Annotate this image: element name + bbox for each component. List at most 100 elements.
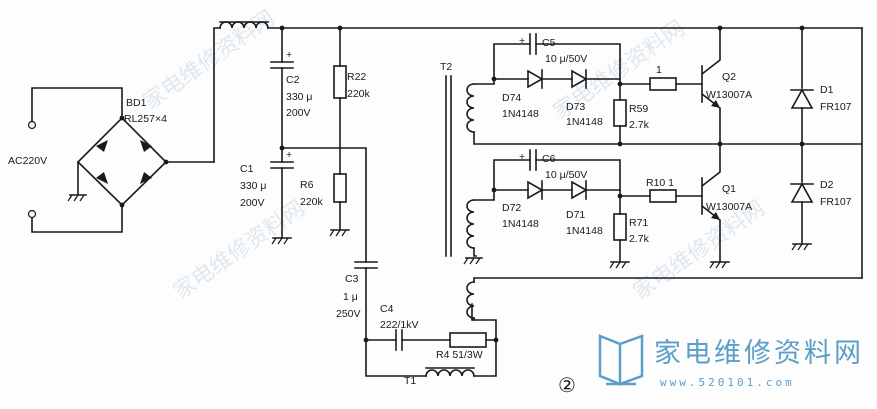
diode-d2 — [790, 182, 814, 203]
junction — [363, 337, 369, 343]
junction — [279, 145, 285, 151]
diode-icon — [96, 172, 108, 184]
upper-drive-stage: + C5 10 μ/50V D74 1N4148 D73 1N4148 R59 … — [493, 27, 852, 145]
ground-icon — [469, 257, 475, 265]
output-network: C3 1 μ 250V C4 222/1kV R4 51/3W T1 — [336, 261, 497, 387]
c3-name: C3 — [345, 273, 359, 285]
book-logo-icon — [598, 334, 644, 386]
figure-number: ② — [558, 373, 576, 397]
d72-value: 1N4148 — [502, 218, 539, 230]
junction — [491, 187, 497, 193]
input-label: AC220V — [8, 155, 47, 167]
emitter-arrow-icon — [711, 100, 720, 108]
resistor-r4 — [449, 332, 487, 348]
d71-value: 1N4148 — [566, 225, 603, 237]
diode-d1 — [790, 88, 814, 109]
ground-icon — [283, 237, 289, 245]
junction — [279, 25, 285, 31]
resistor-r71 — [613, 213, 627, 241]
wire — [473, 247, 477, 257]
transformer-t1-coil — [425, 369, 475, 377]
q2-name: Q2 — [722, 71, 736, 83]
junction — [617, 141, 623, 147]
winding-coil — [466, 281, 475, 319]
input-wire — [31, 204, 123, 233]
r22-value: 220k — [347, 88, 371, 100]
input-terminal — [27, 120, 37, 130]
wire — [493, 43, 531, 80]
r6-value: 220k — [300, 196, 324, 208]
wire — [535, 159, 621, 197]
input-inductor — [219, 21, 863, 29]
d72-name: D72 — [502, 202, 521, 214]
transformer-t2: T2 — [440, 61, 863, 321]
junction — [119, 202, 125, 208]
d74-name: D74 — [502, 92, 521, 104]
ground-icon — [335, 229, 341, 237]
junction — [617, 193, 623, 199]
capacitor-stack: + + C2 330 μ 200V C1 330 μ 200V — [240, 27, 313, 245]
midpoint-wire — [281, 147, 367, 263]
d73-name: D73 — [566, 101, 585, 113]
junction — [799, 141, 805, 147]
resistor-r6 — [333, 173, 347, 203]
junction — [491, 76, 497, 82]
transistor-q2-collector — [700, 27, 721, 76]
emitter-arrow-icon — [711, 212, 720, 220]
r-top-value: 1 — [656, 64, 662, 76]
c3-voltage: 250V — [336, 308, 361, 320]
brand-name: 家电维修资料网 — [654, 338, 864, 369]
lower-drive-stage: + C6 10 μ/50V D72 1N4148 D71 1N4148 R71 … — [493, 27, 863, 279]
junction — [163, 159, 169, 165]
ground-icon — [79, 194, 85, 202]
t1-name: T1 — [404, 375, 416, 387]
winding-coil — [466, 83, 475, 133]
r6-name: R6 — [300, 179, 314, 191]
ground-icon — [803, 243, 809, 251]
polarity-mark: + — [286, 149, 292, 161]
c2-value: 330 μ — [286, 91, 313, 103]
polarity-mark: + — [519, 151, 525, 163]
wire — [473, 277, 863, 283]
c5-name: C5 — [542, 37, 556, 49]
diode-d72 — [527, 180, 544, 200]
c6-value: 10 μ/50V — [545, 169, 587, 181]
ground-icon — [715, 261, 721, 269]
q1-value: W13007A — [706, 201, 752, 213]
wire — [535, 43, 621, 85]
ground-icon — [271, 237, 277, 245]
ground-icon — [615, 261, 621, 269]
c5-value: 10 μ/50V — [545, 53, 587, 65]
resistor-divider: R22 220k R6 220k — [281, 27, 371, 263]
d2-value: FR107 — [820, 196, 852, 208]
transistor-q1-collector — [700, 143, 721, 188]
d2-name: D2 — [820, 179, 834, 191]
resistor-base-upper — [649, 77, 677, 91]
diode-icon — [140, 140, 152, 152]
c3-value: 1 μ — [343, 291, 358, 303]
diode-icon — [140, 172, 152, 184]
c1-value: 330 μ — [240, 180, 267, 192]
ground-icon — [277, 237, 283, 245]
ground-icon — [709, 261, 715, 269]
input-wire — [31, 87, 123, 122]
junction — [717, 25, 723, 31]
bridge-output-wire — [213, 27, 221, 163]
inductor-coil — [219, 21, 269, 29]
wire — [471, 303, 497, 341]
r71-name: R71 — [629, 217, 648, 229]
resistor-r22 — [333, 65, 347, 99]
junction — [337, 25, 343, 31]
ground-icon — [791, 243, 797, 251]
wire — [473, 339, 497, 377]
ground-icon — [797, 243, 803, 251]
brand-logo: 家电维修资料网 www.520101.com — [598, 334, 864, 389]
diode-icon — [96, 140, 108, 152]
watermark-layer: 家电维修资料网 家电维修资料网 家电维修资料网 家电维修资料网 — [139, 5, 770, 304]
junction-dots — [119, 25, 805, 343]
watermark-text: 家电维修资料网 — [169, 195, 310, 304]
c2-voltage: 200V — [286, 107, 311, 119]
c1-voltage: 200V — [240, 197, 265, 209]
